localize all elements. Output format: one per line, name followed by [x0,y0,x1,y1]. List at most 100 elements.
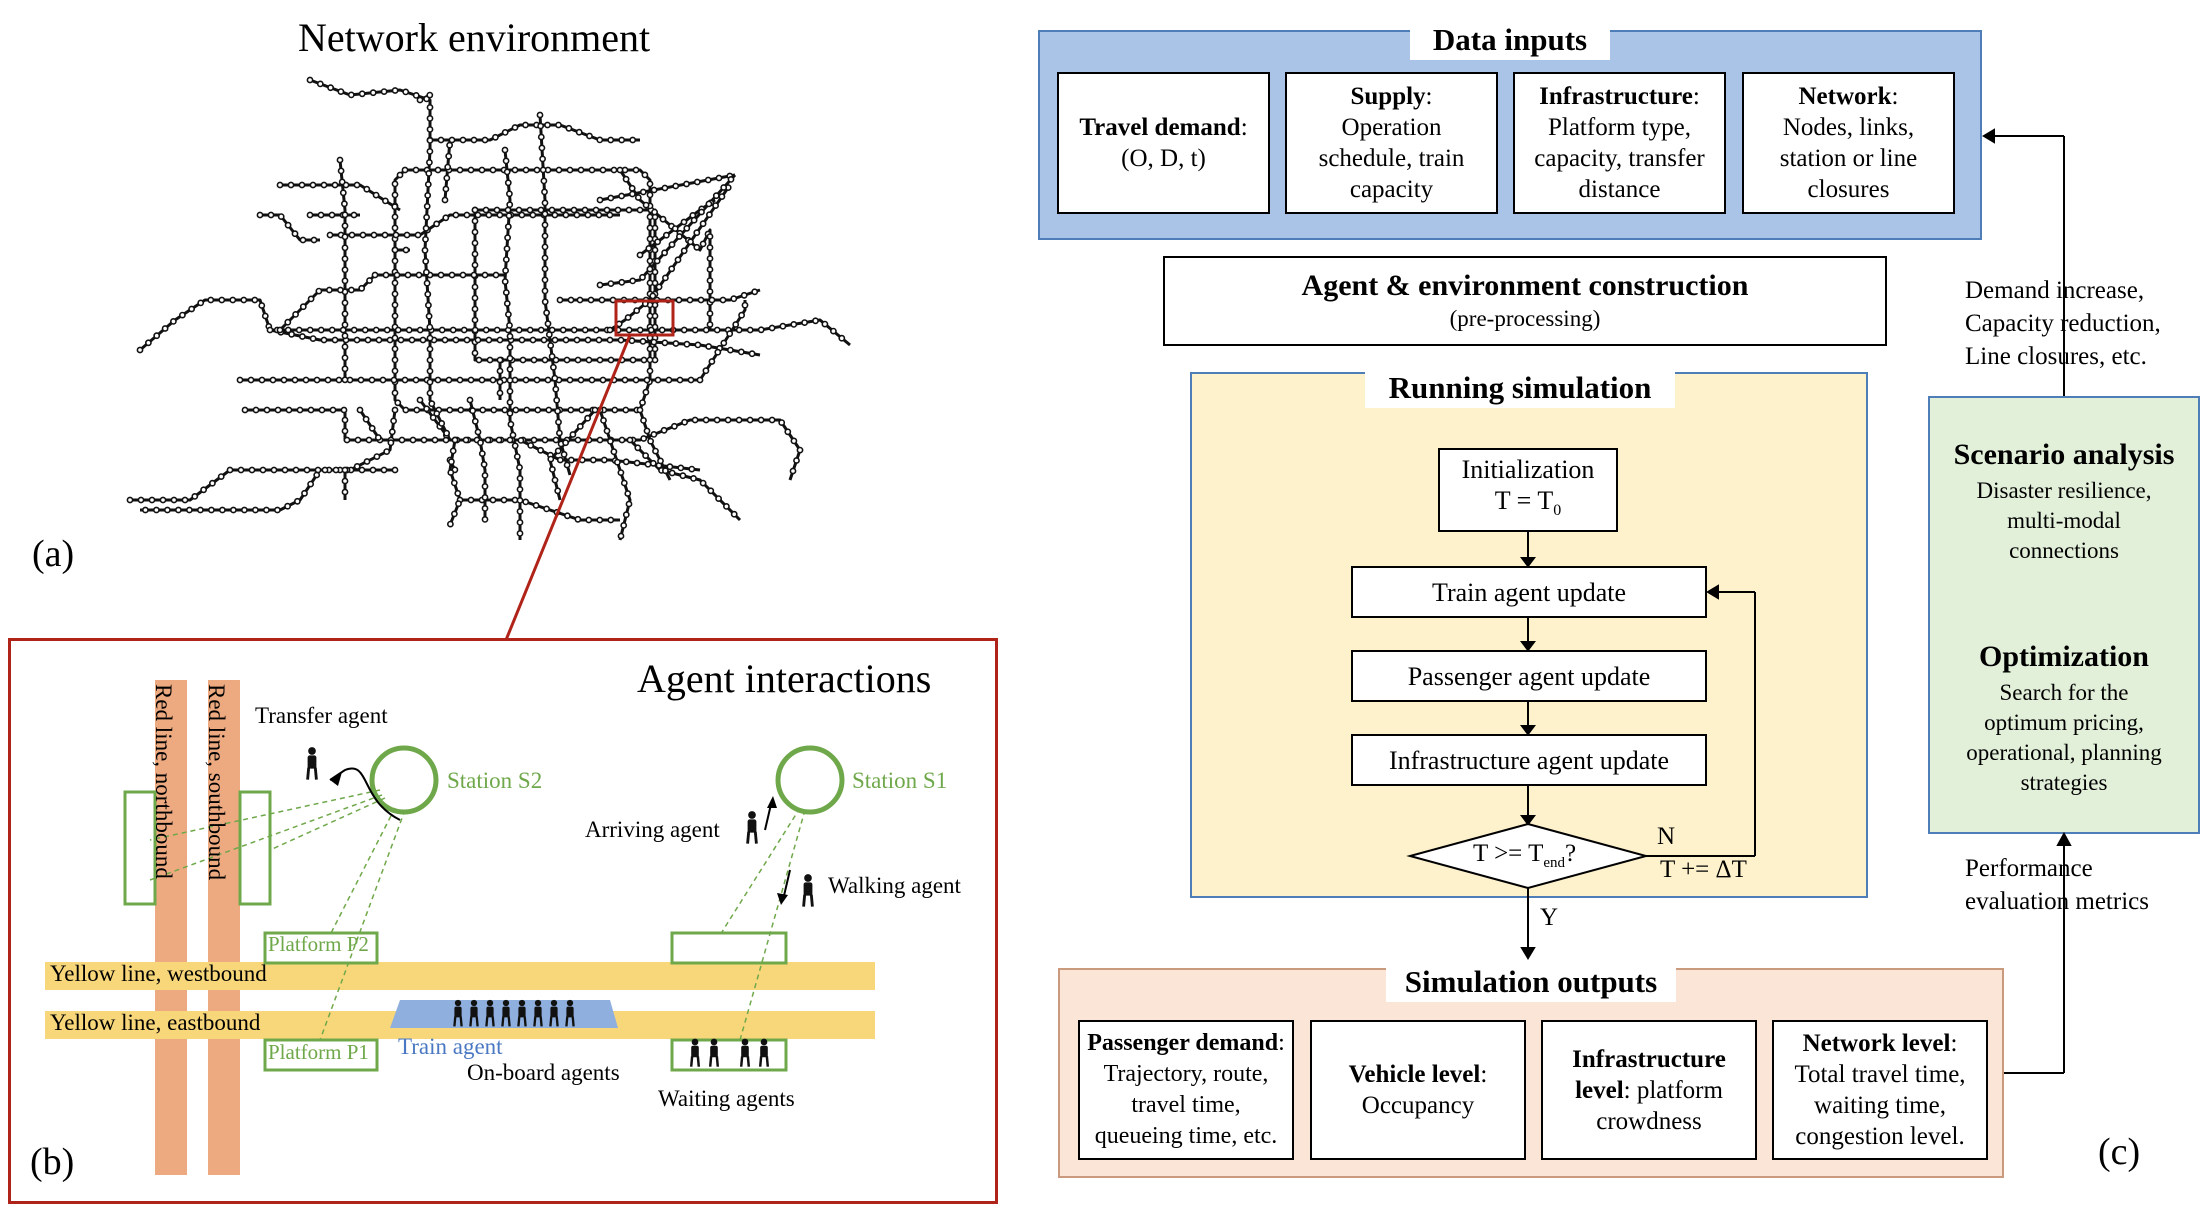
station-dot [299,236,307,244]
station-dot [354,436,362,444]
station-dot [318,406,326,414]
station-dot [706,233,714,240]
station-dot [715,174,723,182]
station-dot [463,336,471,344]
station-dot [537,122,544,130]
station-dot [679,472,687,480]
station-dot [573,211,581,219]
station-dot [457,406,465,414]
data-inputs-title: Data inputs [1410,20,1610,60]
station-dot [544,320,552,328]
station-dot [452,336,460,344]
red-line-northbound-bar [155,680,187,1175]
station-dot [567,456,575,464]
station-dot [727,175,735,183]
station-dot [687,376,695,384]
station-dot [646,265,654,273]
station-dot [506,365,514,373]
station-dot [688,465,696,473]
station-dot [422,257,430,265]
station-dot [548,352,556,360]
station-dot [708,358,716,365]
station-dot [391,312,399,320]
station-dot [307,480,314,488]
station-dot [641,171,649,179]
platform-p2-label: Platform P2 [268,932,369,956]
panel-a-label: (a) [32,533,75,575]
station-dot [309,181,317,189]
station-dot [328,211,336,219]
station-dot [422,235,429,243]
station-dot [693,178,701,186]
station-dot [181,496,189,504]
station-dot [706,255,714,262]
station-dot [426,104,434,111]
station-dot [374,434,382,441]
station-dot [600,456,608,464]
station-dot [646,367,654,375]
station-dot [229,506,237,514]
station-dot [450,479,458,487]
station-dot [422,268,430,276]
station-dot [273,506,281,514]
station-dot [587,296,595,304]
station-dot [551,374,559,382]
station-dot [537,206,545,214]
station-dot [379,376,387,384]
station-dot [793,457,800,464]
station-dot [336,156,344,164]
station-dot [426,323,434,331]
input-travel-demand: Travel demand: (O, D, t) [1057,72,1270,214]
station-dot [757,416,765,424]
station-dot [341,321,349,329]
station-dot [153,332,161,340]
station-dot [674,256,682,264]
station-dot [500,496,508,504]
station-dot [551,211,559,219]
station-dot [706,244,714,251]
station-dot [469,407,477,415]
station-dot [541,287,549,295]
station-dot [402,246,410,254]
station-dot [368,424,376,432]
station-dot [448,136,456,144]
station-dot [363,185,371,193]
station-dot [706,266,714,273]
station-dot [388,428,396,436]
station-dot [347,286,355,294]
station-dot [575,128,583,136]
station-dot [636,251,644,259]
station-dot [537,326,545,334]
station-dot [606,211,614,219]
station-dot [438,326,446,334]
station-dot [581,326,589,334]
station-dot [320,181,328,189]
station-dot [566,376,574,384]
station-dot [517,436,525,444]
station-dot [261,312,269,320]
station-dot [368,376,376,384]
station-dot [310,236,318,244]
station-dot [516,485,524,493]
scenario-panel [1928,396,2200,834]
station-dot [237,466,245,474]
red-line-southbound-bar [208,680,240,1175]
station-dot [622,511,630,519]
station-dot [629,190,636,198]
station-dot [642,452,649,459]
station-dot [431,436,439,444]
station-dot [442,214,450,222]
station-dot [163,506,171,514]
station-dot [341,299,349,307]
station-dot [708,296,716,304]
station-dot [585,516,593,524]
station-dot [263,406,271,414]
station-dot [343,436,351,444]
station-dot [516,496,524,504]
station-dot [455,500,462,508]
station-dot [481,493,489,501]
panel-a-title: Network environment [298,15,651,60]
station-dot [668,469,676,477]
construction-box: Agent & environment construction (pre-pr… [1163,256,1887,346]
platform-p1-label: Platform P1 [268,1040,369,1064]
